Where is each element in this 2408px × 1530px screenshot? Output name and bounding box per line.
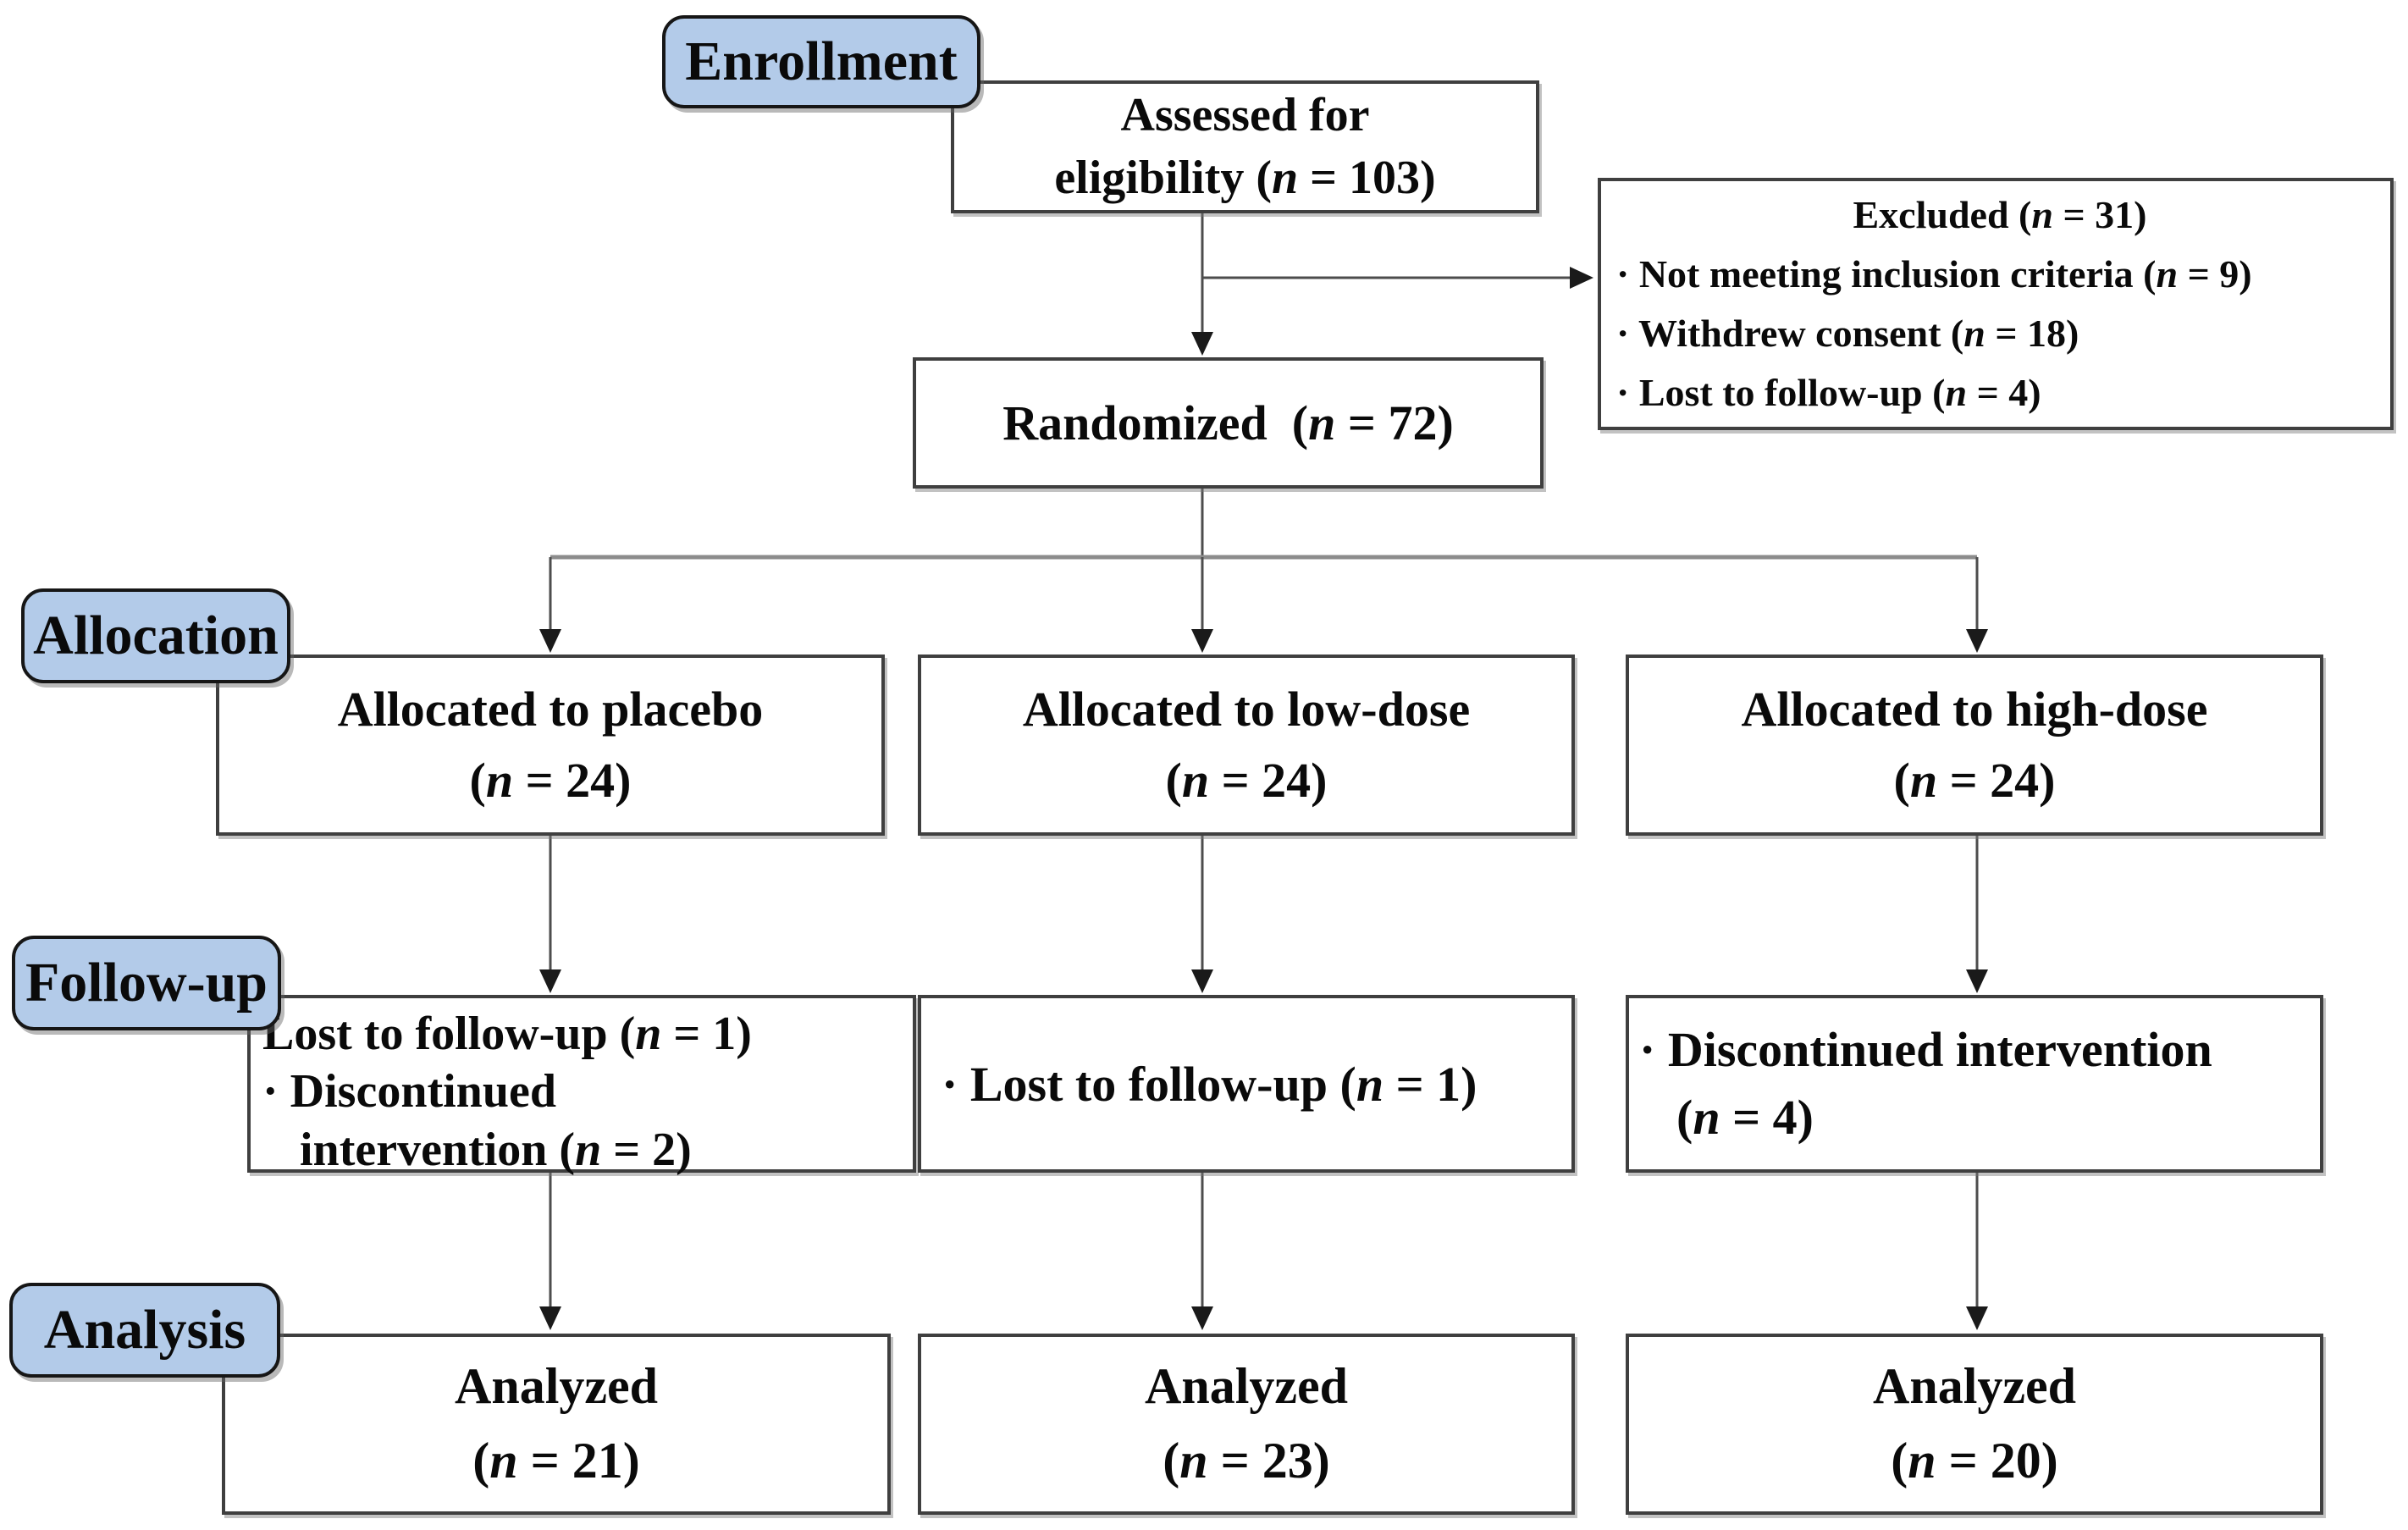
box-line: Analyzed bbox=[455, 1358, 658, 1415]
box-line: Lost to follow-up (n = 1) bbox=[262, 1008, 752, 1060]
box-line: (n = 20) bbox=[1891, 1433, 2058, 1489]
box-line: Allocated to low-dose bbox=[1022, 681, 1471, 737]
stage-label-enrollment: Enrollment bbox=[662, 15, 980, 108]
box-line: · Discontinued bbox=[262, 1065, 556, 1119]
arrowhead bbox=[1966, 1306, 1988, 1330]
excluded-item: · Lost to follow-up (n = 4) bbox=[1616, 370, 2041, 414]
box-line: (n = 4) bbox=[1676, 1090, 1814, 1145]
excluded-item: · Not meeting inclusion criteria (n = 9) bbox=[1616, 252, 2252, 296]
box-line: Allocated to high-dose bbox=[1741, 681, 2208, 737]
box-line: Analyzed bbox=[1145, 1358, 1348, 1415]
stage-label-analysis: Analysis bbox=[9, 1283, 280, 1378]
box-line: Assessed for bbox=[1120, 88, 1370, 141]
box-line: Randomized (n = 72) bbox=[1002, 395, 1454, 450]
analyzed-low-dose-box: Analyzed (n = 23) bbox=[918, 1334, 1575, 1515]
analyzed-high-dose-box: Analyzed (n = 20) bbox=[1626, 1334, 2323, 1515]
randomized-box: Randomized (n = 72) bbox=[913, 357, 1544, 489]
box-line: · Lost to follow-up (n = 1) bbox=[942, 1056, 1477, 1112]
box-line: (n = 24) bbox=[1893, 753, 2056, 808]
arrowhead bbox=[1191, 332, 1213, 356]
arrowhead bbox=[1570, 267, 1593, 289]
stage-label-followup: Follow-up bbox=[12, 936, 281, 1030]
arrowhead bbox=[1191, 629, 1213, 653]
arrowhead bbox=[1966, 969, 1988, 993]
box-line: eligibility (n = 103) bbox=[1054, 151, 1436, 204]
allocated-placebo-box: Allocated to placebo (n = 24) bbox=[216, 655, 885, 836]
arrowhead bbox=[1966, 629, 1988, 653]
followup-high-dose-box: · Discontinued intervention (n = 4) bbox=[1626, 995, 2323, 1173]
box-line: Allocated to placebo bbox=[337, 681, 764, 737]
followup-placebo-box: Lost to follow-up (n = 1) · Discontinued… bbox=[247, 995, 916, 1176]
arrowhead bbox=[539, 629, 561, 653]
allocated-high-dose-box: Allocated to high-dose (n = 24) bbox=[1626, 655, 2323, 836]
allocated-low-dose-box: Allocated to low-dose (n = 24) bbox=[918, 655, 1575, 836]
arrowhead bbox=[1191, 969, 1213, 993]
assessed-box: Assessed for eligibility (n = 103) bbox=[951, 80, 1539, 213]
box-line: (n = 23) bbox=[1163, 1433, 1330, 1489]
box-line: intervention (n = 2) bbox=[300, 1123, 692, 1176]
box-line: (n = 24) bbox=[1165, 753, 1328, 808]
followup-low-dose-box: · Lost to follow-up (n = 1) bbox=[918, 995, 1575, 1173]
box-line: Analyzed bbox=[1873, 1358, 2076, 1415]
arrowhead bbox=[1191, 1306, 1213, 1330]
excluded-item: · Withdrew consent (n = 18) bbox=[1616, 312, 2079, 355]
excluded-box: Excluded (n = 31) · Not meeting inclusio… bbox=[1598, 178, 2394, 430]
stage-label-allocation: Allocation bbox=[21, 588, 290, 683]
box-line: · Discontinued intervention bbox=[1639, 1021, 2212, 1077]
excluded-title: Excluded (n = 31) bbox=[1853, 193, 2147, 237]
box-line: (n = 24) bbox=[469, 753, 632, 808]
box-line: (n = 21) bbox=[472, 1433, 640, 1489]
arrowhead bbox=[539, 969, 561, 993]
arrowhead bbox=[539, 1306, 561, 1330]
analyzed-placebo-box: Analyzed (n = 21) bbox=[222, 1334, 891, 1515]
